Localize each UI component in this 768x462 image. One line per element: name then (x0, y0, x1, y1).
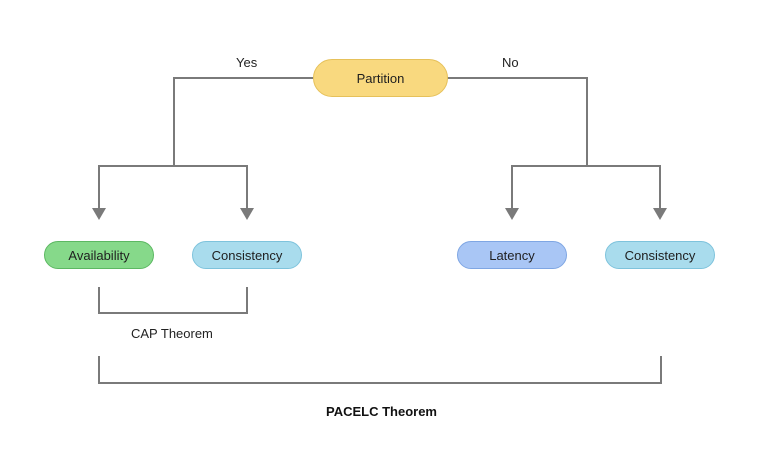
partition-node: Partition (313, 59, 448, 97)
no-split-line (511, 165, 661, 212)
no-branch-line (447, 77, 588, 166)
yes-branch-line (173, 77, 313, 166)
availability-node: Availability (44, 241, 154, 269)
availability-label: Availability (68, 247, 130, 263)
no-edge-label: No (502, 55, 519, 70)
consistency-left-label: Consistency (211, 247, 283, 263)
latency-label: Latency (489, 247, 535, 263)
yes-edge-label: Yes (236, 55, 258, 70)
arrow-to-consistency-left (240, 208, 254, 220)
partition-label: Partition (356, 70, 405, 86)
arrow-to-consistency-right (653, 208, 667, 220)
arrow-to-availability (92, 208, 106, 220)
yes-split-line (98, 165, 248, 212)
cap-theorem-label: CAP Theorem (131, 326, 213, 341)
cap-theorem-bracket (98, 287, 248, 314)
consistency-right-label: Consistency (624, 247, 696, 263)
consistency-left-node: Consistency (192, 241, 302, 269)
pacelc-theorem-label: PACELC Theorem (326, 404, 437, 419)
latency-node: Latency (457, 241, 567, 269)
arrow-to-latency (505, 208, 519, 220)
consistency-right-node: Consistency (605, 241, 715, 269)
pacelc-theorem-bracket (98, 356, 662, 384)
